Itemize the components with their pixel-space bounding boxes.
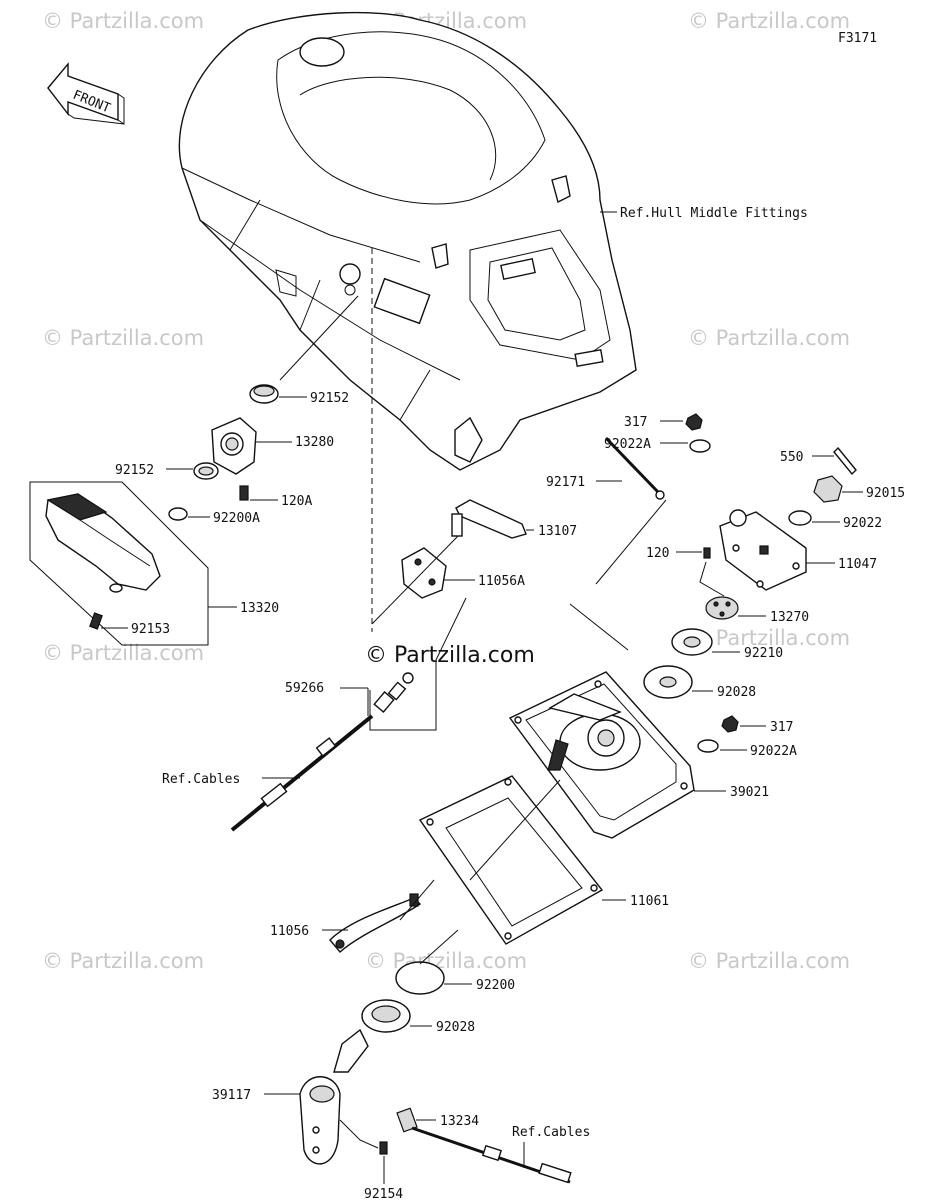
washer-92028-top [643, 665, 693, 699]
part-label-550: 550 [780, 450, 803, 465]
part-label-13280: 13280 [295, 435, 334, 450]
washer-92200A [168, 507, 188, 521]
part-label-59266: 59266 [285, 681, 324, 696]
part-label-92200A: 92200A [213, 511, 260, 526]
part-label-317: 317 [624, 415, 647, 430]
washer-92022A-top [689, 439, 711, 453]
watermark: © Partzilla.com [42, 326, 204, 350]
part-label-120: 120 [646, 546, 669, 561]
rod-92171 [604, 436, 665, 500]
gasket-11061 [418, 775, 604, 945]
front-arrow-icon: FRONT [47, 62, 125, 125]
lever-13107 [451, 499, 527, 539]
watermark: © Partzilla.com [42, 949, 204, 973]
washer-92200 [395, 961, 445, 995]
part-label-13234: 13234 [440, 1114, 479, 1129]
nut-92015 [813, 475, 843, 503]
part-label-92028: 92028 [436, 1020, 475, 1035]
nut-317-mid [721, 715, 739, 733]
collar-92210 [671, 628, 713, 656]
watermark: © Partzilla.com [365, 949, 527, 973]
part-label-92015: 92015 [866, 486, 905, 501]
part-label-11061: 11061 [630, 894, 669, 909]
lever-39117 [299, 1028, 369, 1165]
disc-13270 [705, 596, 739, 620]
watermark: © Partzilla.com [688, 9, 850, 33]
part-label-92028: 92028 [717, 685, 756, 700]
part-label-92171: 92171 [546, 475, 585, 490]
plate-11056A [401, 547, 447, 599]
grommet-92152-left [193, 462, 219, 480]
part-label-92152: 92152 [115, 463, 154, 478]
bracket-11056 [329, 893, 422, 954]
cover-13320 [45, 493, 161, 593]
housing-39021 [508, 671, 695, 839]
copyright-watermark: © Partzilla.com [365, 643, 535, 668]
bolt-92154 [379, 1141, 388, 1155]
part-label-317: 317 [770, 720, 793, 735]
cable-bottom [411, 1126, 572, 1184]
housing-13280 [211, 417, 257, 475]
collar-92028-bottom [361, 999, 411, 1033]
part-label-92210: 92210 [744, 646, 783, 661]
part-label-11056A: 11056A [478, 574, 525, 589]
pin-550 [833, 446, 857, 476]
watermark: © Partzilla.com [688, 326, 850, 350]
grommet-92152-top [249, 384, 279, 404]
part-label-13107: 13107 [538, 524, 577, 539]
washer-92022 [788, 510, 812, 526]
part-label-13270: 13270 [770, 610, 809, 625]
leader-line [279, 295, 359, 381]
part-label-39117: 39117 [212, 1088, 251, 1103]
nut-317-top [685, 413, 703, 431]
figure-code: F3171 [838, 31, 877, 46]
part-label-11056: 11056 [270, 924, 309, 939]
fitting-13234 [396, 1107, 418, 1133]
part-label-92200: 92200 [476, 978, 515, 993]
cover-13320-box [29, 481, 209, 646]
part-label-13320: 13320 [240, 601, 279, 616]
bolt-92153 [89, 612, 103, 630]
joint-59266 [373, 672, 414, 713]
bracket-11047 [719, 509, 807, 591]
watermark: © Partzilla.com [688, 949, 850, 973]
ref-cables-left-label: Ref.Cables [162, 772, 240, 787]
bolt-120 [703, 547, 711, 559]
part-label-92022: 92022 [843, 516, 882, 531]
cable-left [230, 714, 374, 832]
part-label-39021: 39021 [730, 785, 769, 800]
washer-92022A-mid [697, 739, 719, 753]
part-label-120A: 120A [281, 494, 312, 509]
ref-hull-label: Ref.Hull Middle Fittings [620, 206, 808, 221]
part-label-92152: 92152 [310, 391, 349, 406]
part-label-92153: 92153 [131, 622, 170, 637]
hull-middle-fittings-illustration [178, 11, 637, 471]
watermark: © Partzilla.com [688, 626, 850, 650]
ref-cables-bottom-label: Ref.Cables [512, 1125, 590, 1140]
part-label-11047: 11047 [838, 557, 877, 572]
bolt-120A [239, 485, 249, 501]
watermark: © Partzilla.com [42, 9, 204, 33]
part-label-92022A: 92022A [750, 744, 797, 759]
part-label-92154: 92154 [364, 1187, 403, 1200]
